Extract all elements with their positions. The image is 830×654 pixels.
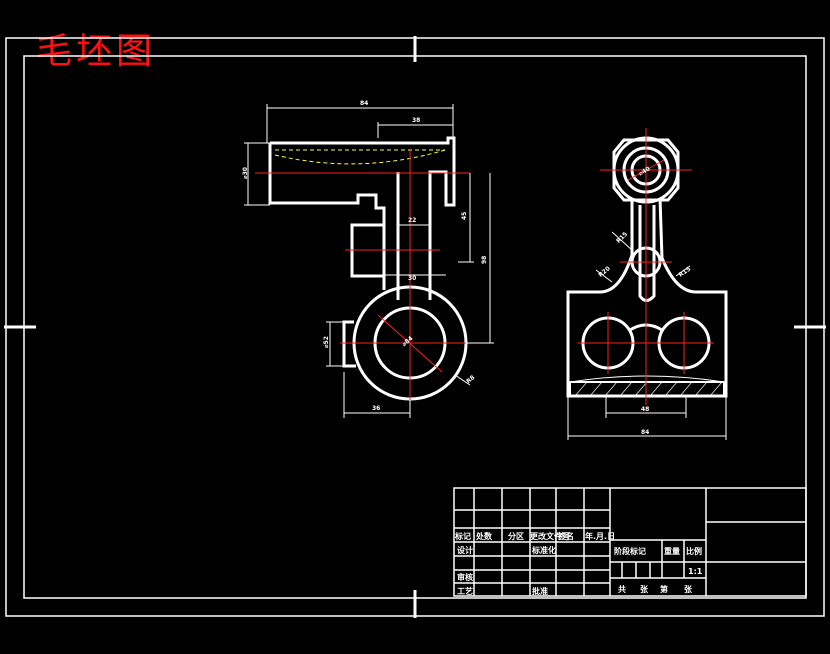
dim-front-vertical-2: 98 (481, 256, 488, 264)
tb-sheet-label: 张 (684, 585, 693, 594)
dim-side-mid-bore: R15 (615, 231, 629, 245)
tb-scale: 1:1 (688, 567, 703, 576)
dim-front-left-height: ⌀30 (242, 167, 249, 179)
dim-front-mid-width-1: 22 (408, 217, 416, 224)
dim-side-inner-width: 48 (641, 406, 649, 413)
sheet-border (4, 36, 826, 618)
tb-weight: 重量 (664, 546, 680, 556)
tb-standardization: 标准化 (531, 545, 556, 555)
front-view: 84 38 ⌀30 45 98 22 30 ⌀52 ⌀84 36 R8 (242, 100, 494, 418)
tb-stage-mark: 阶段标记 (614, 546, 646, 556)
dim-side-total-width: 84 (641, 429, 649, 436)
tb-date: 年.月.日 (585, 531, 615, 541)
tb-count: 处数 (475, 531, 493, 541)
tb-design: 设计 (457, 545, 473, 555)
dim-front-bottom-width: 36 (372, 405, 380, 412)
tb-change-doc: 更改文件号 (530, 531, 570, 541)
dim-front-mid-width-2: 30 (408, 275, 416, 282)
side-view: ⌀40 R15 R20 R15 48 84 (566, 128, 728, 440)
dim-front-top-step: 38 (412, 117, 420, 124)
tb-zone: 分区 (508, 531, 524, 541)
dim-front-corner-radius: R8 (465, 374, 476, 385)
drawing-title: 毛坯图 (36, 31, 157, 72)
dim-front-vertical-1: 45 (461, 212, 468, 220)
tb-scale-label: 比例 (686, 546, 702, 556)
dim-side-top-bore: ⌀40 (638, 165, 652, 177)
title-block: 标记 处数 分区 更改文件号 签名 年.月.日 设计 标准化 审核 工艺 批准 … (453, 487, 807, 597)
dim-front-total-width: 84 (360, 100, 368, 107)
tb-sheets-total: 共 (618, 584, 626, 594)
tb-process: 工艺 (457, 586, 473, 596)
dim-side-right-radius: R15 (677, 266, 692, 279)
tb-mark: 标记 (454, 531, 471, 541)
tb-sheet-no: 第 (660, 584, 668, 594)
tb-approve: 批准 (532, 586, 548, 596)
tb-sheets-label: 张 (640, 585, 649, 594)
dim-front-boss-dia: ⌀52 (323, 336, 330, 348)
tb-sign: 签名 (557, 531, 574, 541)
tb-review: 审核 (457, 572, 473, 582)
